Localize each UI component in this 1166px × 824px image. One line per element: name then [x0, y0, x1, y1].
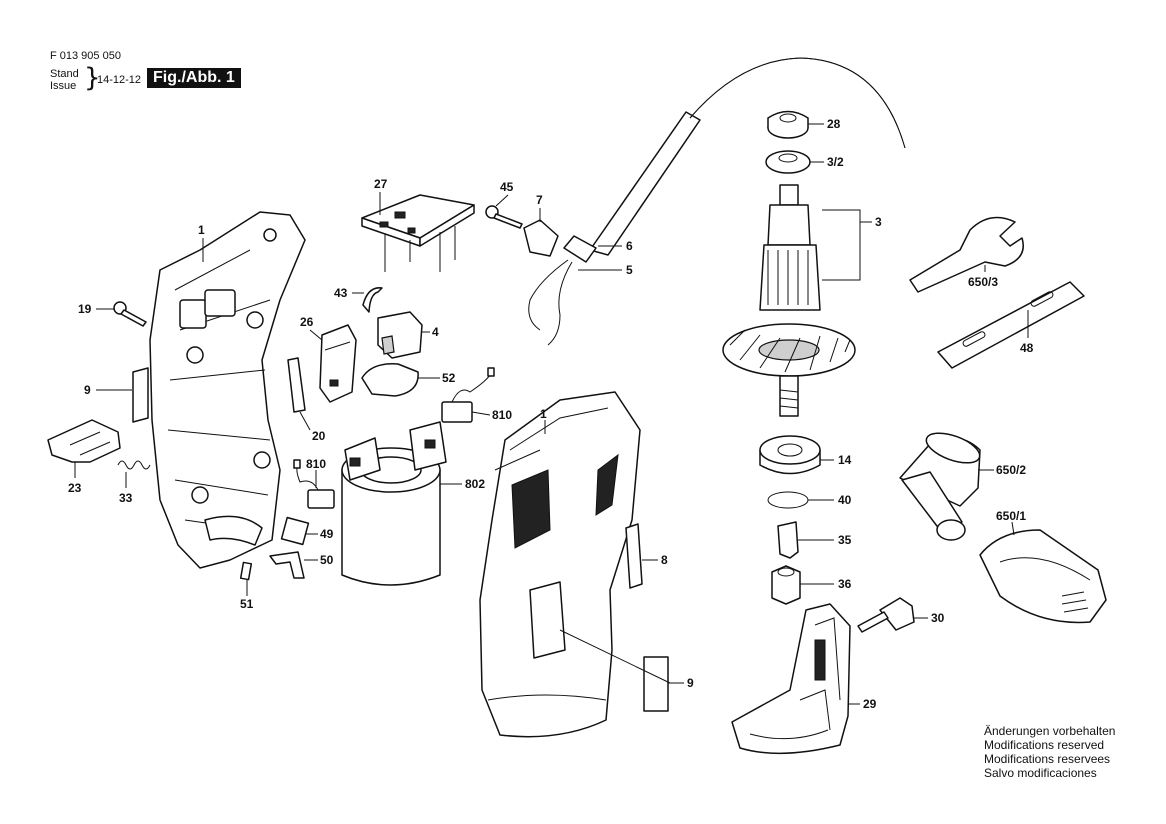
connector-51: [239, 561, 253, 581]
callout-1b: 1: [540, 407, 547, 421]
bearing-3-2: [765, 150, 811, 174]
screw-45: [485, 205, 523, 229]
callout-35: 35: [838, 533, 852, 547]
label-sticker-9-left: [132, 367, 149, 423]
callout-26: 26: [300, 315, 314, 329]
callout-9b: 9: [687, 676, 694, 690]
note-line: Modifications reserved: [984, 738, 1105, 752]
switch-4: [377, 311, 423, 359]
callout-3: 3: [875, 215, 882, 229]
sticker-8: [625, 523, 643, 589]
callout-810a: 810: [492, 408, 512, 422]
issue-date: 14-12-12: [97, 74, 142, 86]
callout-3-2: 3/2: [827, 155, 844, 169]
spring-33: [117, 460, 151, 470]
issue-label: Issue: [50, 80, 77, 92]
callout-51: 51: [240, 597, 254, 611]
callout-802: 802: [465, 477, 485, 491]
callout-8: 8: [661, 553, 668, 567]
cable-clamp-7: [523, 219, 559, 257]
screw-19: [113, 301, 147, 327]
callout-7: 7: [536, 193, 543, 207]
callout-650-2: 650/2: [996, 463, 1026, 477]
bearing-28: [767, 110, 809, 139]
callout-4: 4: [432, 325, 439, 339]
clip-50: [269, 551, 305, 579]
label-sticker-9-right: [643, 656, 669, 712]
callout-43: 43: [334, 286, 348, 300]
stand-label: Stand: [50, 68, 79, 80]
callout-19: 19: [78, 302, 92, 316]
motor-stator-802: [341, 421, 447, 586]
callout-810b: 810: [306, 457, 326, 471]
callout-650-1: 650/1: [996, 509, 1026, 523]
latch-23: [47, 419, 121, 463]
callout-5: 5: [626, 263, 633, 277]
leader-lines: [74, 123, 1029, 705]
callout-45: 45: [500, 180, 514, 194]
guide-29: [731, 603, 851, 755]
armature-3: [722, 184, 856, 417]
wrench-650-3: [909, 216, 1024, 293]
callout-20: 20: [312, 429, 326, 443]
callout-30: 30: [931, 611, 945, 625]
bearing-14: [759, 435, 821, 475]
housing-half-right: [479, 391, 641, 738]
callout-49: 49: [320, 527, 334, 541]
callout-48: 48: [1020, 341, 1034, 355]
callout-40: 40: [838, 493, 852, 507]
callout-33: 33: [119, 491, 133, 505]
dust-cap-650-2: [899, 432, 981, 541]
carbon-brush-810-top: [441, 367, 495, 423]
clip-43: [362, 287, 383, 313]
collet-35: [777, 521, 799, 559]
note-line: Salvo modificaciones: [984, 766, 1097, 780]
carbon-brush-810-left: [293, 459, 335, 509]
switch-button-26: [319, 324, 357, 403]
note-line: Modifications reservees: [984, 752, 1111, 766]
callout-28: 28: [827, 117, 841, 131]
knob-screw-30: [857, 597, 915, 633]
circuit-board-27: [361, 194, 475, 272]
document-number: F 013 905 050: [50, 50, 121, 62]
callout-14: 14: [838, 453, 852, 467]
callout-labels: 1 19 9 23 33 20 27 43 26 4 52 45 7 6 5 8…: [68, 117, 1034, 711]
note-line: Änderungen vorbehalten: [984, 724, 1116, 738]
sticker-20: [287, 357, 306, 413]
brace-glyph: }: [84, 63, 101, 93]
callout-6: 6: [626, 239, 633, 253]
figure-badge: Fig./Abb. 1: [147, 68, 241, 88]
callout-650-3: 650/3: [968, 275, 998, 289]
callout-27: 27: [374, 177, 388, 191]
guard-650-1: [979, 529, 1107, 624]
callout-23: 23: [68, 481, 82, 495]
nut-36: [771, 565, 801, 605]
callout-1a: 1: [198, 223, 205, 237]
wrench-48: [937, 281, 1085, 369]
callout-9a: 9: [84, 383, 91, 397]
power-cord-with-sleeve: [528, 57, 906, 346]
callout-52: 52: [442, 371, 456, 385]
pad-52: [361, 363, 419, 397]
modification-notes: Änderungen vorbehalten Modifications res…: [984, 724, 1115, 780]
plate-49: [280, 516, 310, 546]
callout-29: 29: [863, 697, 877, 711]
callout-50: 50: [320, 553, 334, 567]
circlip-40: [767, 491, 809, 509]
callout-36: 36: [838, 577, 852, 591]
housing-half-left: [149, 211, 306, 569]
